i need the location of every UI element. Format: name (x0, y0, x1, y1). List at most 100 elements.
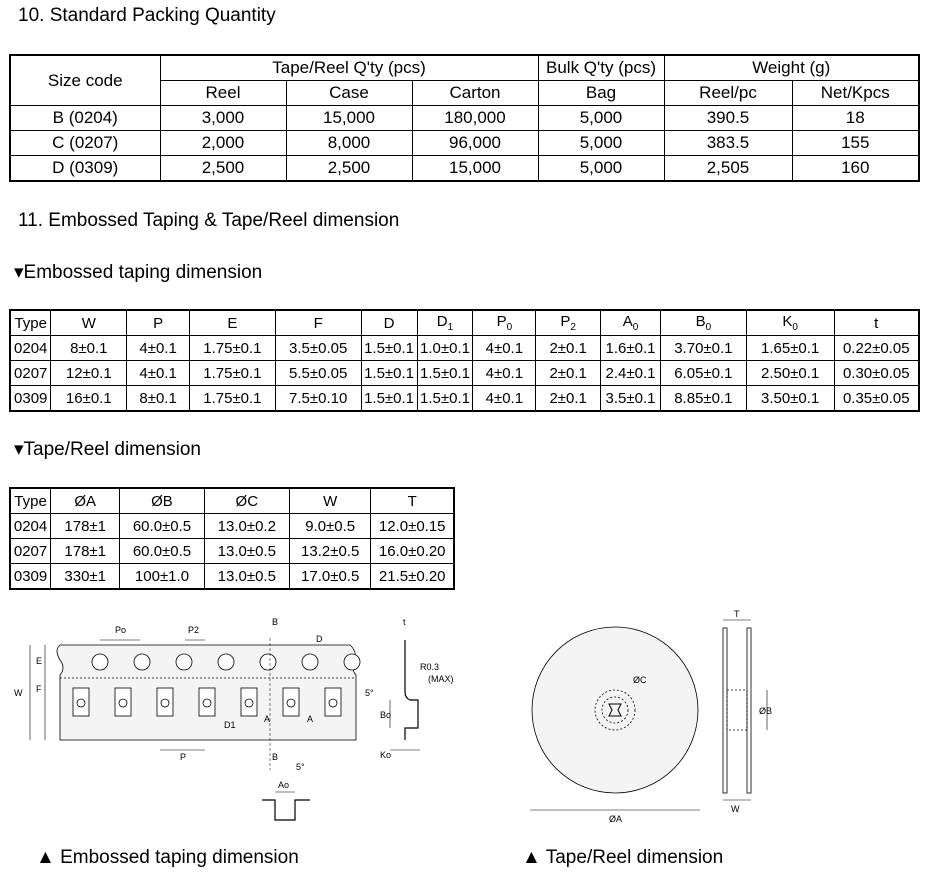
embossed-taping-title: ▾Embossed taping dimension (14, 262, 263, 283)
table-cell: 18 (791, 105, 920, 131)
table-cell: 1.0±0.1 (416, 335, 474, 361)
table-cell: 1.5±0.1 (416, 385, 474, 412)
subheader-carton: Carton (411, 80, 539, 106)
label-ko: Ko (380, 750, 391, 760)
embossed-taping-drawing: Po P2 B D E F W D1 A A P B 5° Ao t R0.3 … (14, 617, 454, 821)
label-a: A (264, 714, 270, 724)
subheader-reel: Reel (159, 80, 287, 106)
table-cell: 3,000 (159, 105, 287, 131)
table-cell: 13.0±0.5 (203, 538, 290, 564)
table-cell: 5,000 (537, 155, 665, 182)
table-cell: 3.5±0.05 (274, 335, 362, 361)
subheader-bag: Bag (537, 80, 665, 106)
col-oc: ØC (203, 487, 290, 514)
subheader-reel-pc: Reel/pc (663, 80, 793, 106)
table-cell: 15,000 (411, 155, 539, 182)
table-cell: 2,500 (285, 155, 413, 182)
table-cell: 178±1 (50, 538, 121, 564)
sprocket-hole (259, 653, 277, 671)
pocket-hole (202, 698, 212, 708)
col-oa: ØA (50, 487, 121, 514)
caption-tape-reel: ▲ Tape/Reel dimension (522, 847, 724, 868)
table-cell: 96,000 (411, 130, 539, 156)
col-p2: P2 (535, 309, 602, 336)
label-T: T (734, 609, 740, 619)
subheader-case: Case (285, 80, 413, 106)
sprocket-hole (133, 653, 151, 671)
section-11-title: 11. Embossed Taping & Tape/Reel dimensio… (18, 210, 400, 231)
pocket (198, 687, 216, 717)
table-cell: 2.50±0.1 (745, 360, 835, 386)
label-w: W (14, 688, 23, 698)
table-cell: 2±0.1 (535, 385, 602, 412)
label-d: D (316, 634, 323, 644)
pocket-cross-section (262, 799, 310, 821)
sprocket-hole (343, 653, 361, 671)
col-d1: D1 (416, 309, 474, 336)
table-cell: 4±0.1 (472, 385, 537, 412)
sprocket-hole (217, 653, 235, 671)
pocket-hole (118, 698, 128, 708)
table-cell: 0.30±0.05 (833, 360, 920, 386)
packing-quantity-table: Size code Tape/Reel Q'ty (pcs) Bulk Q'ty… (9, 54, 920, 182)
col-d: D (360, 309, 418, 336)
sprocket-hole (301, 653, 319, 671)
col-k0: K0 (745, 309, 835, 336)
subheader-net-kpcs: Net/Kpcs (791, 80, 920, 106)
reel-spindle-hole (608, 703, 622, 717)
label-ob: ØB (759, 706, 772, 716)
label-a2: A (307, 714, 313, 724)
label-f: F (36, 684, 42, 694)
pocket-hole (328, 698, 338, 708)
table-cell: 8±0.1 (126, 385, 190, 412)
table-cell: 100±1.0 (119, 563, 205, 590)
tape-reel-qty-header: Tape/Reel Q'ty (pcs) (159, 54, 539, 81)
table-cell: 7.5±0.10 (274, 385, 362, 412)
label-max: (MAX) (428, 674, 454, 684)
table-cell: 4±0.1 (126, 335, 190, 361)
table-cell: 0204 (9, 335, 52, 361)
table-cell: 2.4±0.1 (600, 360, 661, 386)
table-cell: 13.0±0.5 (203, 563, 290, 590)
label-p2: P2 (188, 625, 199, 635)
col-type: Type (9, 487, 52, 514)
table-row: B (0204) 3,000 15,000 180,000 5,000 390.… (9, 105, 920, 131)
label-r: R0.3 (420, 662, 439, 672)
col-t: t (833, 309, 920, 336)
pockets (72, 687, 342, 717)
label-b2: B (272, 752, 278, 762)
label-oc: ØC (633, 675, 647, 685)
table-cell: 1.5±0.1 (360, 385, 418, 412)
col-p: P (126, 309, 190, 336)
table-cell: 1.5±0.1 (416, 360, 474, 386)
table-cell: 0207 (9, 538, 52, 564)
pocket (240, 687, 258, 717)
table-cell: 0309 (9, 563, 52, 590)
pocket-hole (76, 698, 86, 708)
tape-side-profile (404, 640, 419, 740)
table-cell: 8.85±0.1 (659, 385, 747, 412)
table-cell: 0.35±0.05 (833, 385, 920, 412)
table-cell: 1.5±0.1 (360, 335, 418, 361)
col-a0: A0 (600, 309, 661, 336)
col-t: T (370, 487, 455, 514)
table-cell: 8,000 (285, 130, 413, 156)
col-p0: P0 (472, 309, 537, 336)
reel-side-hub (726, 689, 748, 731)
col-w: W (50, 309, 128, 336)
table-cell: 2,000 (159, 130, 287, 156)
pocket-hole (160, 698, 170, 708)
pocket (324, 687, 342, 717)
table-cell: 9.0±0.5 (288, 513, 372, 539)
table-cell: 390.5 (663, 105, 793, 131)
table-cell: 0204 (9, 513, 52, 539)
table-cell: 12.0±0.15 (370, 513, 455, 539)
table-cell: 12±0.1 (50, 360, 128, 386)
table-cell: 4±0.1 (472, 360, 537, 386)
